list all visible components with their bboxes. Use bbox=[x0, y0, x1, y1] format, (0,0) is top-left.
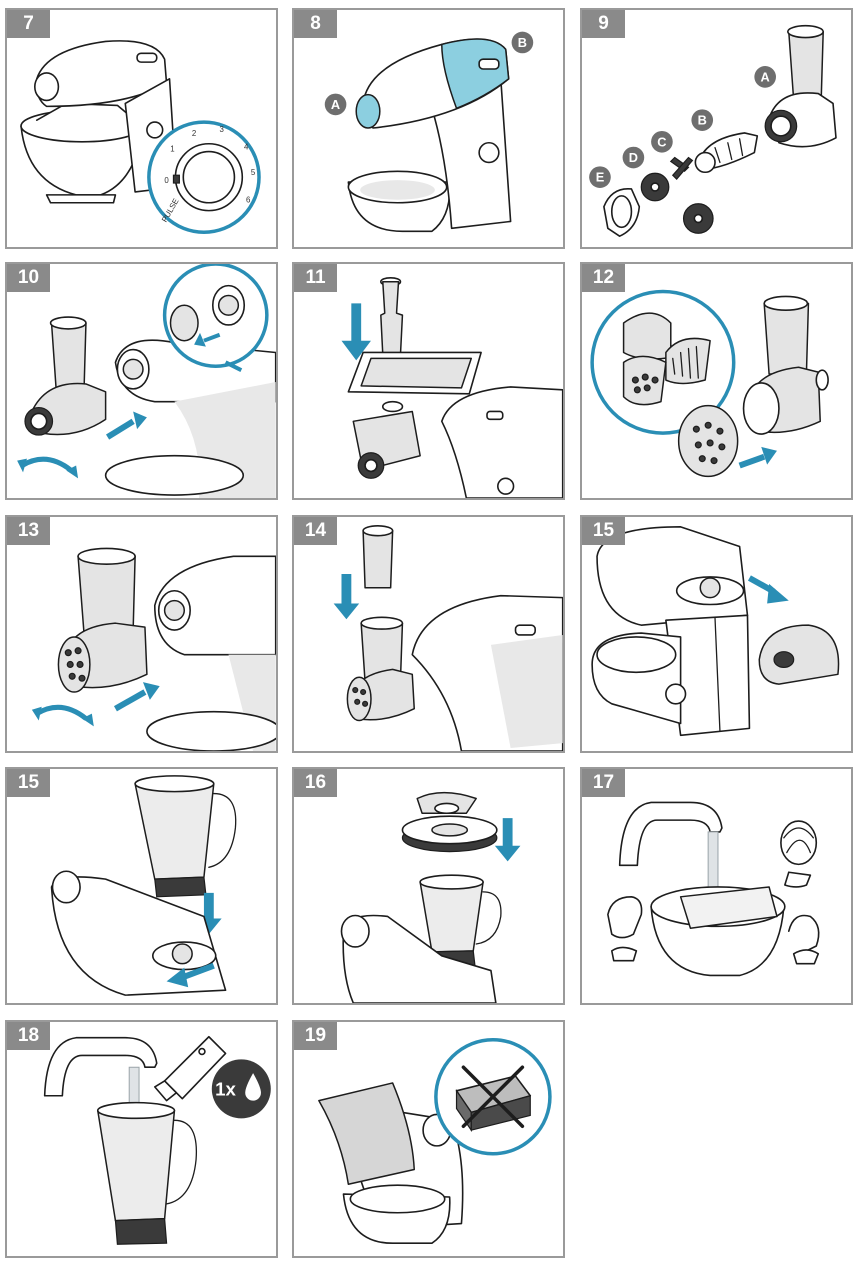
step-number: 15 bbox=[7, 769, 50, 797]
step-number: 11 bbox=[294, 264, 337, 292]
step-18-illustration: 1x bbox=[7, 1022, 271, 1256]
step-18-panel: 18 1x bbox=[5, 1020, 278, 1258]
label-e: E bbox=[596, 170, 605, 185]
step-8-illustration: A B bbox=[324, 31, 534, 247]
dial-mark-2: 2 bbox=[192, 129, 196, 138]
step-9-illustration: A B C D E bbox=[589, 10, 851, 247]
step-7-illustration: 0 1 2 3 4 5 6 PULSE bbox=[7, 10, 276, 247]
step-16-panel: 16 bbox=[292, 767, 565, 1005]
step-number: 17 bbox=[582, 769, 625, 797]
head-cover-highlight bbox=[442, 39, 509, 108]
step-number: 7 bbox=[7, 10, 50, 38]
step-number: 9 bbox=[582, 10, 625, 38]
drive-cover-highlight bbox=[356, 95, 380, 128]
step-number: 16 bbox=[294, 769, 337, 797]
step-19-illustration bbox=[294, 1022, 563, 1256]
step-13-illustration bbox=[31, 517, 276, 751]
step-number: 12 bbox=[582, 264, 625, 292]
dial-mark-1: 1 bbox=[170, 145, 174, 154]
step-17-illustration bbox=[582, 769, 851, 1003]
step-19-panel: 19 bbox=[292, 1020, 565, 1258]
dial-mark-4: 4 bbox=[244, 143, 249, 152]
step-12-panel: 12 bbox=[580, 262, 853, 500]
label-c: C bbox=[657, 134, 666, 149]
step-7-panel: 7 0 1 2 3 4 5 6 PULSE bbox=[5, 8, 278, 249]
label-b: B bbox=[518, 35, 527, 50]
label-d: D bbox=[629, 150, 638, 165]
step-number: 14 bbox=[294, 517, 337, 545]
step-10-panel: 10 bbox=[5, 262, 278, 500]
step-12-illustration bbox=[582, 264, 851, 498]
label-b: B bbox=[698, 113, 707, 128]
dial-mark-5: 5 bbox=[251, 168, 256, 177]
step-8-panel: 8 A B bbox=[292, 8, 565, 249]
step-14-panel: 14 bbox=[292, 515, 565, 753]
label-a: A bbox=[331, 97, 340, 112]
step-14-illustration bbox=[333, 517, 563, 751]
dose-label: 1x bbox=[215, 1079, 236, 1100]
step-15b-panel: 15 bbox=[5, 767, 278, 1005]
step-15a-illustration bbox=[582, 517, 851, 751]
step-number: 18 bbox=[7, 1022, 50, 1050]
step-17-panel: 17 bbox=[580, 767, 853, 1005]
step-13-panel: 13 bbox=[5, 515, 278, 753]
step-11-illustration bbox=[341, 264, 563, 498]
one-x-dose-badge bbox=[211, 1059, 271, 1119]
dial-mark-3: 3 bbox=[219, 125, 224, 134]
step-11-panel: 11 bbox=[292, 262, 565, 500]
step-number: 15 bbox=[582, 517, 625, 545]
step-15a-panel: 15 bbox=[580, 515, 853, 753]
step-16-illustration bbox=[294, 769, 521, 1003]
dial-mark-6: 6 bbox=[246, 196, 251, 205]
dial-mark-0: 0 bbox=[164, 176, 169, 185]
step-number: 8 bbox=[294, 10, 337, 38]
step-number: 19 bbox=[294, 1022, 337, 1050]
label-a: A bbox=[761, 69, 770, 84]
step-9-panel: 9 A B C D E bbox=[580, 8, 853, 249]
step-15b-illustration bbox=[7, 769, 276, 1003]
step-number: 10 bbox=[7, 264, 50, 292]
step-number: 13 bbox=[7, 517, 50, 545]
step-10-illustration bbox=[17, 264, 276, 498]
